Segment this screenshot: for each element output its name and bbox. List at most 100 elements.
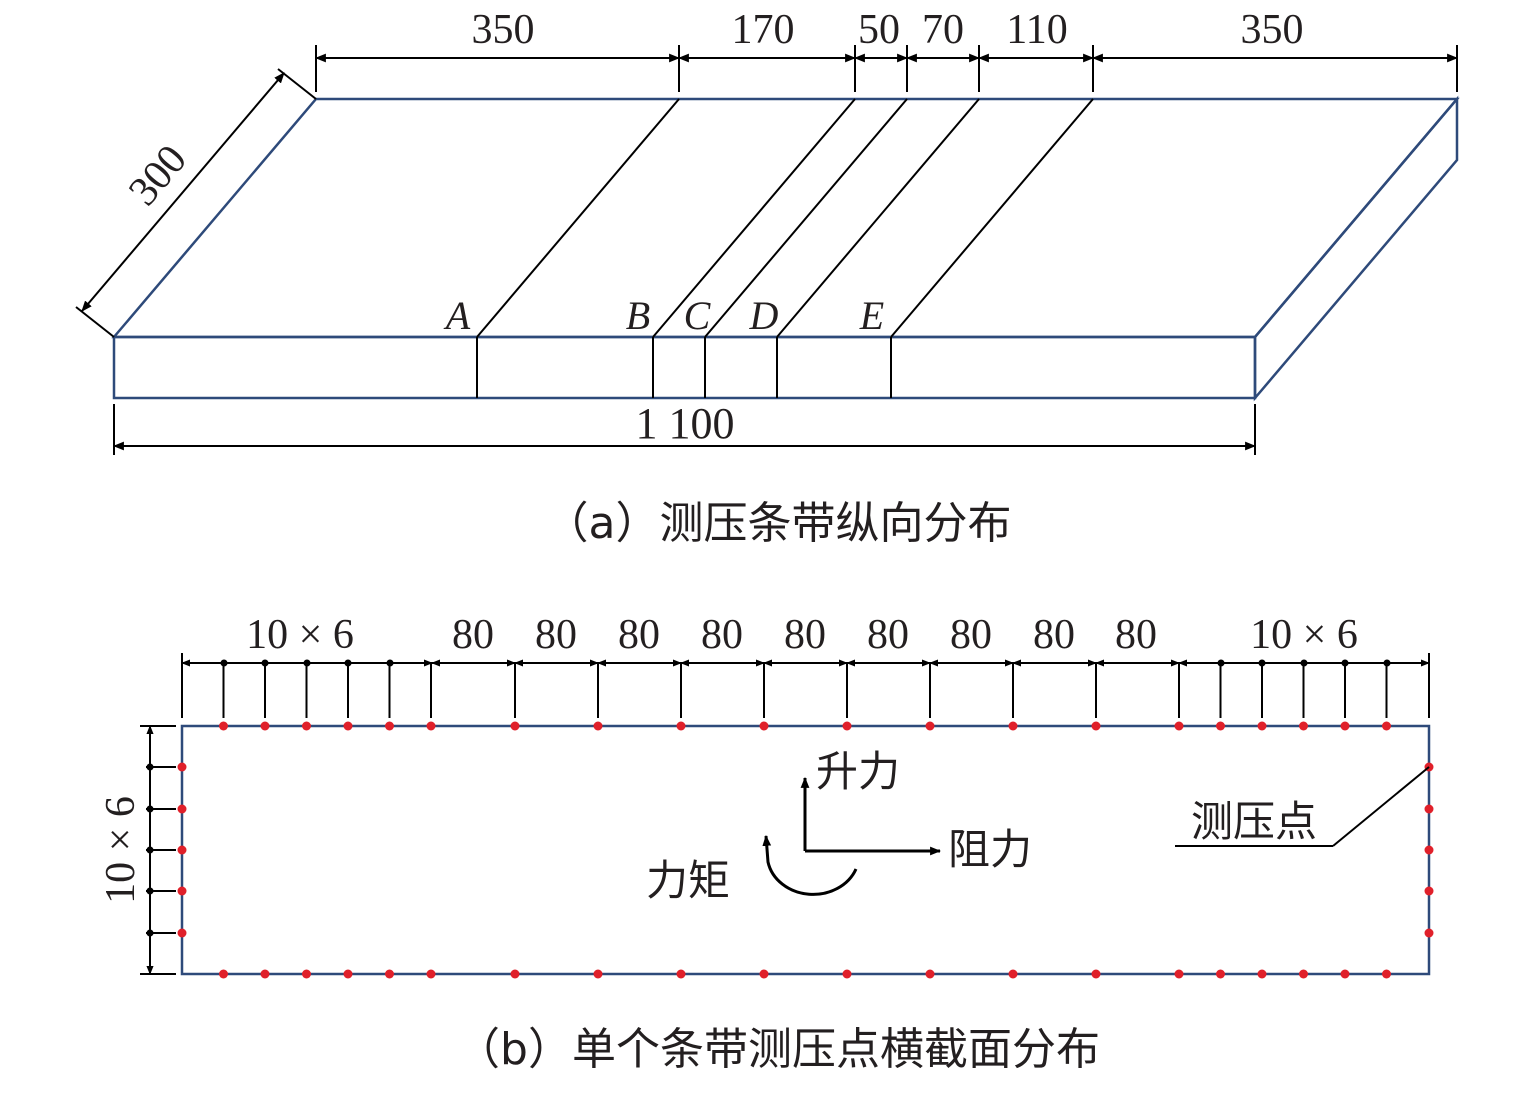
strip-label-d: D [749, 293, 779, 338]
dim-label-1100: 1 100 [636, 399, 735, 448]
tap-bottom [593, 969, 603, 979]
strip-label-a: A [443, 293, 471, 338]
top-dim-dot [261, 659, 269, 667]
top-dim-ticks [315, 45, 1458, 92]
dim-label-350-left: 350 [472, 7, 535, 53]
strip-line-d [776, 98, 980, 338]
tap-top [1216, 721, 1225, 731]
tap-left [177, 804, 187, 814]
top-dim-dot [220, 659, 228, 667]
tap-top [343, 721, 353, 731]
tap-top [676, 721, 686, 731]
dim-label-80-6: 80 [867, 612, 909, 658]
tap-top [219, 721, 228, 731]
total-dimension [112, 404, 1257, 455]
dim-label-300: 300 [120, 137, 196, 215]
tap-bottom [1299, 969, 1308, 979]
width-dimension [75, 68, 317, 338]
tap-top [759, 721, 769, 731]
dim-label-80-3: 80 [618, 612, 660, 658]
force-axes [762, 776, 942, 896]
panel-b: 10 × 6 80 80 80 80 80 80 80 80 80 10 × 6… [98, 612, 1434, 1075]
section-top-dim [181, 653, 1430, 718]
dim-label-10x6-left: 10 × 6 [246, 612, 354, 658]
drag-label: 阻力 [948, 825, 1032, 874]
top-dim-dot [386, 659, 394, 667]
tap-top [260, 721, 270, 731]
tap-bottom [260, 969, 270, 979]
strip-line-a [476, 98, 680, 338]
dim-label-80-4: 80 [701, 612, 743, 658]
dim-label-80-7: 80 [950, 612, 992, 658]
tap-left [177, 762, 187, 772]
top-dim-dot [1258, 659, 1266, 667]
tap-bottom [676, 969, 686, 979]
tap-right [1424, 804, 1434, 814]
dim-arrow-300 [81, 72, 285, 312]
strip-lines [476, 98, 1094, 398]
tap-top [1174, 721, 1184, 731]
tap-bottom [1174, 969, 1184, 979]
strip-line-c [704, 98, 908, 338]
top-dim-dot [344, 659, 352, 667]
tap-bottom [1091, 969, 1101, 979]
dim-label-80-8: 80 [1033, 612, 1075, 658]
tap-top [593, 721, 603, 731]
tap-right [1424, 928, 1434, 938]
tap-top [510, 721, 520, 731]
slab-top-face [111, 97, 1460, 339]
slab-side-face [1253, 95, 1459, 402]
strip-line-e [890, 98, 1094, 338]
tap-bottom [842, 969, 852, 979]
tap-top [1340, 721, 1350, 731]
tap-top [1382, 721, 1391, 731]
tap-top [302, 721, 311, 731]
tap-label: 测压点 [1191, 797, 1317, 846]
tap-top [842, 721, 852, 731]
tap-top [426, 721, 436, 731]
moment-arrow [762, 834, 858, 896]
tap-bottom [343, 969, 353, 979]
dim-label-80-5: 80 [784, 612, 826, 658]
left-dim-dot [146, 763, 154, 771]
dim-label-10x6-right: 10 × 6 [1250, 612, 1358, 658]
tap-bottom [219, 969, 228, 979]
caption-b: （b）单个条带测压点横截面分布 [456, 1024, 1100, 1075]
pressure-taps [177, 721, 1434, 979]
top-dim-dot [303, 659, 311, 667]
dim-label-110: 110 [1006, 7, 1067, 53]
top-dim-dot [1383, 659, 1391, 667]
tap-top [925, 721, 935, 731]
tap-bottom [426, 969, 436, 979]
tap-top [1091, 721, 1101, 731]
dim-label-80-9: 80 [1115, 612, 1157, 658]
tap-bottom [510, 969, 520, 979]
strip-label-b: B [626, 293, 650, 338]
dim-label-50: 50 [858, 7, 900, 53]
tap-bottom [1257, 969, 1267, 979]
tap-left [177, 886, 187, 896]
left-dim-dot [146, 805, 154, 813]
left-dim-dot [146, 887, 154, 895]
tap-bottom [1216, 969, 1225, 979]
tap-leader-line [1332, 766, 1430, 847]
tap-top [1008, 721, 1018, 731]
tap-bottom [925, 969, 935, 979]
tap-bottom [1382, 969, 1391, 979]
tap-left [177, 928, 187, 938]
tap-bottom [385, 969, 394, 979]
strip-label-e: E [859, 293, 884, 338]
dim-label-70: 70 [922, 7, 964, 53]
left-dim-dot [146, 929, 154, 937]
tap-left [177, 845, 187, 855]
dim-label-80-1: 80 [452, 612, 494, 658]
tap-bottom [1340, 969, 1350, 979]
dim-label-80-2: 80 [535, 612, 577, 658]
tap-bottom [1008, 969, 1018, 979]
top-dim-dot [1341, 659, 1349, 667]
dim-label-170: 170 [732, 7, 795, 53]
tap-bottom [759, 969, 769, 979]
panel-a: 350 170 50 70 110 350 300 1 100 A B C D … [75, 7, 1460, 549]
